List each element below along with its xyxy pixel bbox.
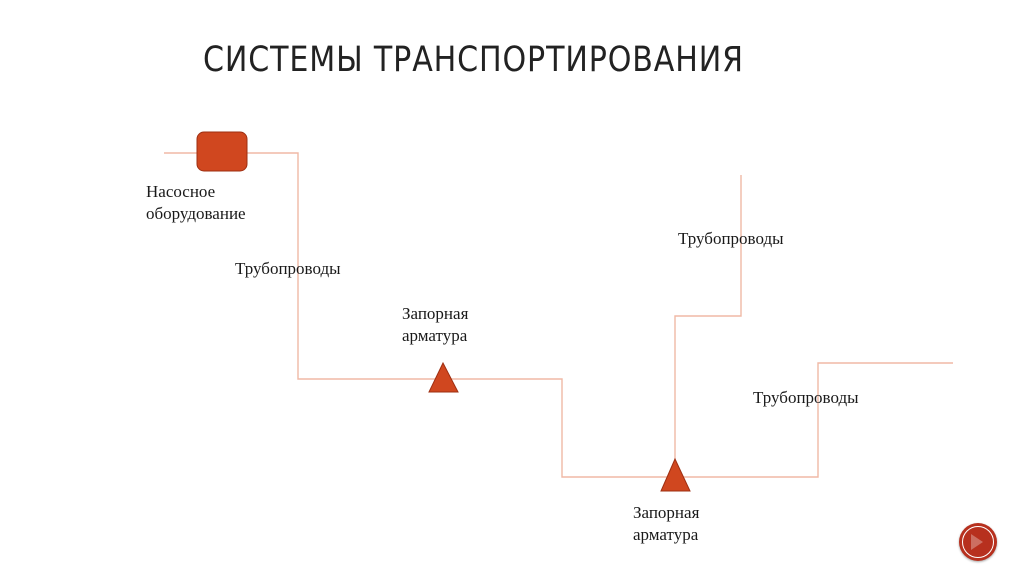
pump-icon (196, 131, 248, 172)
pipeline-branch-line (674, 175, 742, 477)
pump-label: Насосное оборудование (146, 182, 246, 223)
pipeline-label-2: Трубопроводы (678, 229, 784, 248)
valve-label-1: Запорная арматура (402, 304, 469, 345)
next-slide-icon (971, 534, 983, 550)
pipeline-label-1: Трубопроводы (235, 259, 341, 278)
valve-label-2: Запорная арматура (633, 503, 700, 544)
next-slide-ring (962, 526, 994, 558)
slide-title: СИСТЕМЫ ТРАНСПОРТИРОВАНИЯ (203, 40, 744, 80)
pipeline-label-3: Трубопроводы (753, 388, 859, 407)
valve-icon-1 (428, 361, 459, 393)
next-slide-button[interactable] (959, 523, 997, 561)
pipeline-main-line (164, 152, 953, 478)
valve-icon-2 (660, 457, 691, 492)
